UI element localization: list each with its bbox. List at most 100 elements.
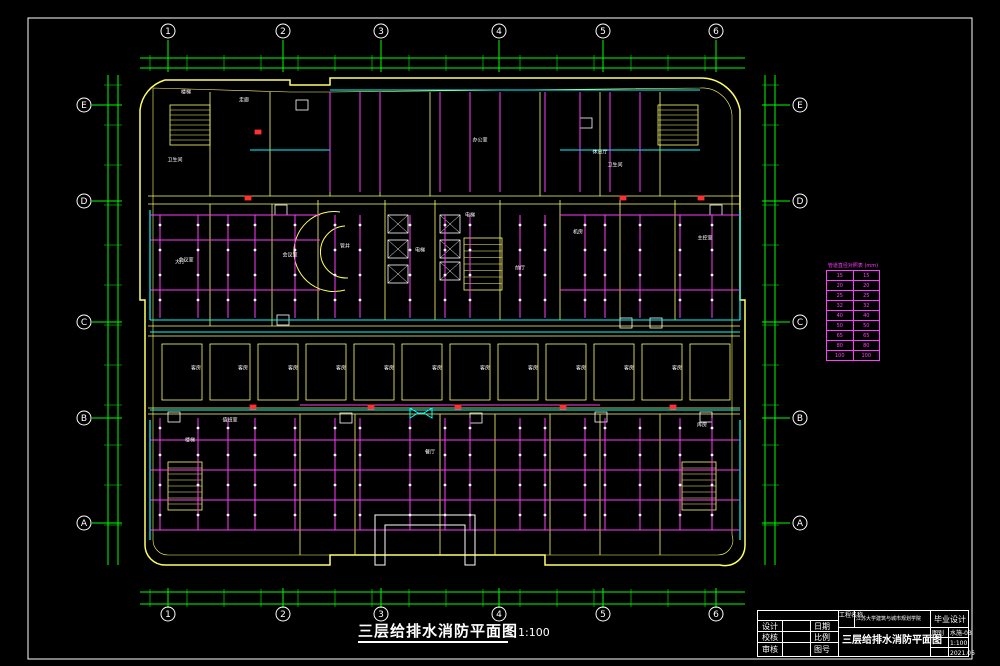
- sprinkler-head: [543, 248, 547, 252]
- sprinkler-head: [158, 273, 162, 277]
- room-cell: [401, 343, 443, 401]
- tb-label-check: 校核: [762, 633, 778, 642]
- fire-valve: [249, 404, 257, 410]
- legend-value-cell: 20: [852, 280, 880, 291]
- sprinkler-head: [583, 273, 587, 277]
- legend-symbol-cell: 100: [826, 350, 854, 361]
- room-cell: [257, 343, 299, 401]
- fire-valve: [619, 195, 627, 201]
- room-label: 值班室: [222, 417, 237, 424]
- legend-value-cell: 32: [852, 300, 880, 311]
- sprinkler-head: [583, 426, 587, 430]
- grid-bubble: [792, 193, 808, 209]
- grid-bubble: [491, 606, 507, 622]
- sprinkler-head: [468, 273, 472, 277]
- sprinkler-head: [443, 483, 447, 487]
- sprinkler-head: [443, 273, 447, 277]
- room-cell: [353, 343, 395, 401]
- sprinkler-head: [158, 426, 162, 430]
- sprinkler-head: [678, 223, 682, 227]
- sprinkler-head: [638, 273, 642, 277]
- room-label: 机房: [573, 229, 583, 236]
- sprinkler-head: [443, 223, 447, 227]
- room-label: 客房: [672, 365, 682, 372]
- legend-symbol-cell: 50: [826, 320, 854, 331]
- sprinkler-head: [518, 223, 522, 227]
- sprinkler-head: [293, 453, 297, 457]
- elevator-cross: [387, 239, 409, 259]
- sprinkler-head: [638, 248, 642, 252]
- legend-value-cell: 80: [852, 340, 880, 351]
- sprinkler-head: [638, 483, 642, 487]
- sprinkler-head: [603, 223, 607, 227]
- drawing-title-text: 三层给排水消防平面图: [358, 622, 519, 640]
- grid-label-right: C: [797, 318, 803, 328]
- tb-label-number: 图号: [814, 645, 830, 654]
- sprinkler-head: [358, 513, 362, 517]
- sprinkler-head: [543, 513, 547, 517]
- elevator-car: [387, 214, 409, 234]
- elevator-cross: [439, 239, 461, 259]
- room-label: 电梯: [415, 247, 425, 254]
- elevator-cross: [387, 264, 409, 284]
- sprinkler-head: [518, 298, 522, 302]
- grid-label-left: B: [81, 414, 87, 424]
- room-label: 客房: [624, 365, 634, 372]
- sprinkler-head: [253, 426, 257, 430]
- sprinkler-head: [710, 426, 714, 430]
- sprinkler-head: [333, 483, 337, 487]
- sprinkler-head: [468, 248, 472, 252]
- sprinkler-head: [293, 223, 297, 227]
- sprinkler-head: [158, 248, 162, 252]
- sprinkler-head: [543, 223, 547, 227]
- sprinkler-head: [196, 248, 200, 252]
- sprinkler-head: [603, 453, 607, 457]
- grid-bubble: [373, 606, 389, 622]
- sprinkler-head: [158, 513, 162, 517]
- elevator-car: [439, 239, 461, 259]
- sprinkler-head: [333, 426, 337, 430]
- grid-bubble: [792, 97, 808, 113]
- structural-column: [469, 412, 483, 424]
- grid-label-top: 2: [280, 27, 286, 37]
- room-label: 客房: [480, 365, 490, 372]
- sprinkler-head: [603, 513, 607, 517]
- sprinkler-head: [333, 453, 337, 457]
- sprinkler-head: [196, 223, 200, 227]
- grid-label-bottom: 6: [713, 610, 719, 620]
- sprinkler-head: [468, 453, 472, 457]
- legend-symbol-cell: 20: [826, 280, 854, 291]
- elevator-cross: [387, 214, 409, 234]
- room-cell: [161, 343, 203, 401]
- grid-label-left: C: [81, 318, 87, 328]
- sprinkler-head: [638, 298, 642, 302]
- room-label: 会议室: [178, 257, 193, 264]
- sprinkler-head: [226, 426, 230, 430]
- sprinkler-head: [443, 426, 447, 430]
- room-label: 客房: [336, 365, 346, 372]
- tb-line: [758, 642, 838, 643]
- tb-line: [948, 627, 949, 657]
- grid-bubble: [275, 606, 291, 622]
- room-label: 客房: [238, 365, 248, 372]
- grid-label-bottom: 3: [378, 610, 384, 620]
- sprinkler-head: [518, 513, 522, 517]
- room-label: 会议室: [282, 252, 297, 259]
- tb-label-design: 设计: [762, 622, 778, 631]
- sprinkler-head: [678, 513, 682, 517]
- fire-valve: [454, 404, 462, 410]
- sprinkler-head: [468, 298, 472, 302]
- room-cell: [593, 343, 635, 401]
- structural-column: [274, 204, 288, 216]
- room-cell: [209, 343, 251, 401]
- grid-label-bottom: 4: [496, 610, 502, 620]
- room-label: 前厅: [515, 265, 525, 272]
- grid-bubble: [595, 23, 611, 39]
- sprinkler-head: [638, 513, 642, 517]
- legend-value-cell: 15: [852, 270, 880, 281]
- grid-bubble: [76, 410, 92, 426]
- check-valve: [409, 407, 433, 419]
- sprinkler-head: [518, 483, 522, 487]
